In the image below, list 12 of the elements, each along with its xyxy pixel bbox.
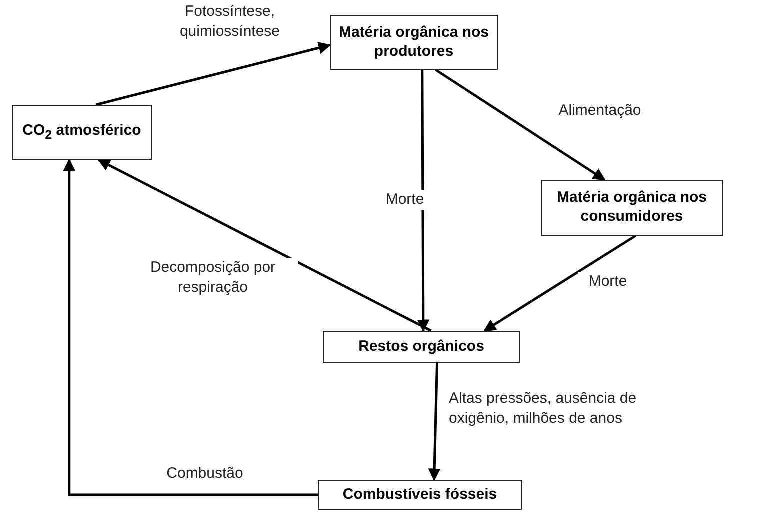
process-box: Matéria orgânica nos consumidores — [541, 180, 723, 236]
arrow — [63, 158, 318, 496]
process-box: Matéria orgânica nos produtores — [330, 15, 498, 70]
arrow — [428, 362, 441, 482]
process-box: Restos orgânicos — [323, 331, 520, 363]
arrow — [435, 68, 606, 182]
arrow — [483, 234, 636, 332]
process-box: Combustíveis fósseis — [318, 480, 522, 510]
process-box: CO$_{2}$ atmosférico — [12, 105, 152, 160]
arrow — [96, 42, 332, 106]
arrow — [417, 70, 430, 332]
arrow — [98, 158, 432, 332]
